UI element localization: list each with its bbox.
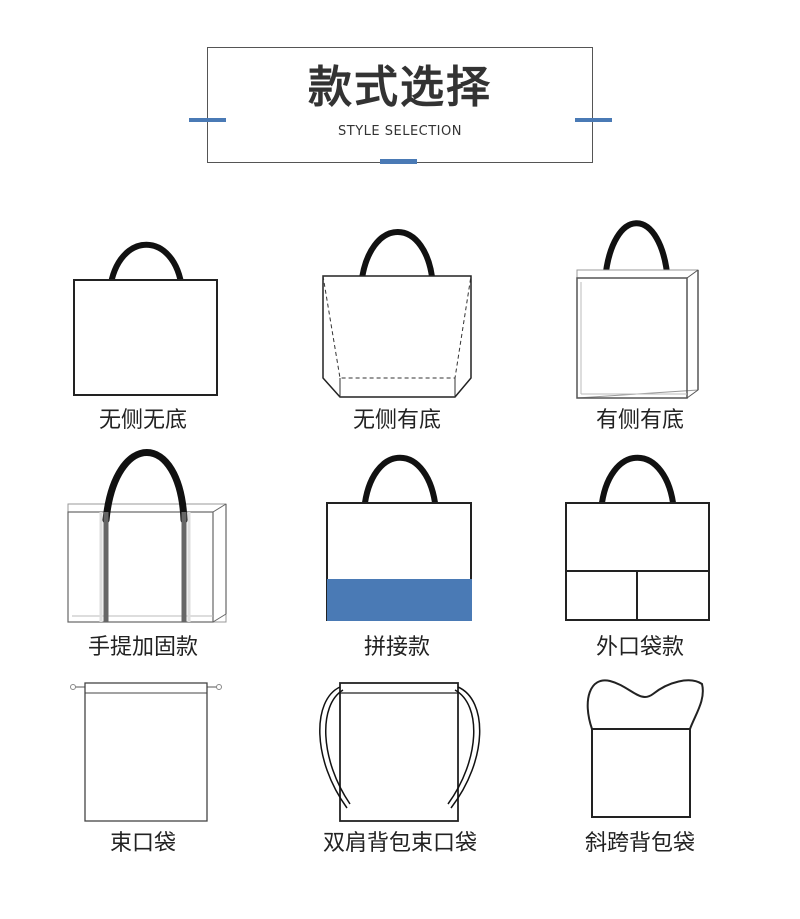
- header-accent-right: [575, 118, 612, 122]
- style-label-side-bottom-gusset: 有侧有底: [595, 408, 684, 433]
- side-and-bottom-gusset-bag-icon[interactable]: [576, 220, 699, 399]
- header-accent-bottom: [380, 159, 417, 164]
- style-label-drawstring-pouch: 束口袋: [109, 831, 176, 856]
- header-accent-left: [189, 118, 226, 122]
- style-label-outer-pocket: 外口袋款: [595, 635, 684, 660]
- style-label-bottom-gusset: 无侧有底: [352, 408, 441, 433]
- style-label-reinforced-handle: 手提加固款: [87, 635, 198, 660]
- style-label-crossbody: 斜跨背包袋: [584, 831, 695, 856]
- page-subtitle: STYLE SELECTION: [338, 124, 462, 139]
- reinforced-handle-bag-icon[interactable]: [67, 449, 227, 623]
- outer-pocket-bag-icon[interactable]: [565, 454, 710, 621]
- drawstring-backpack-icon[interactable]: [319, 682, 481, 822]
- flat-tote-bag-icon[interactable]: [73, 241, 218, 396]
- style-label-spliced: 拼接款: [363, 635, 430, 660]
- drawstring-pouch-icon[interactable]: [70, 682, 222, 822]
- style-label-flat-tote: 无侧无底: [98, 408, 187, 433]
- bottom-gusset-bag-icon[interactable]: [322, 229, 472, 398]
- page-title: 款式选择: [308, 62, 492, 113]
- spliced-bag-icon[interactable]: [326, 454, 472, 621]
- style-label-drawstring-backpack: 双肩背包束口袋: [322, 831, 477, 856]
- crossbody-bag-icon[interactable]: [586, 679, 704, 818]
